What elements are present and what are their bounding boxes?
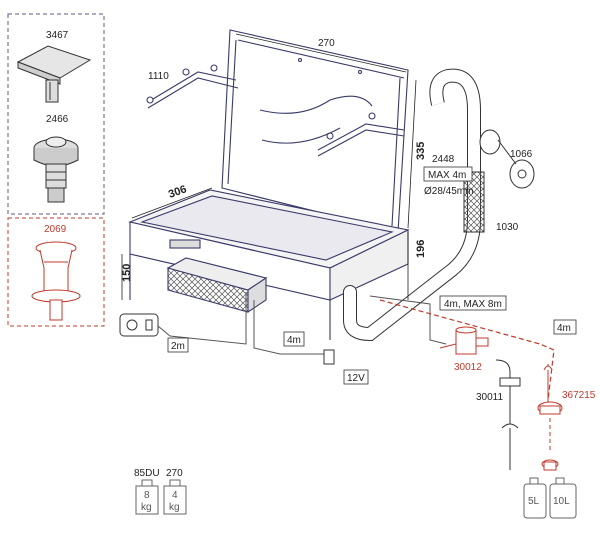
control-cable-length: 2m [171, 341, 185, 352]
part-label-pressure-tube: 2448 [432, 154, 455, 165]
tank-adapter-icon [537, 364, 563, 471]
dimension-lid-width: 270 [318, 38, 335, 49]
hose-max-box [423, 166, 473, 182]
part-label-chimney-alt: 2069 [44, 224, 67, 235]
grill-assembly [128, 29, 410, 340]
fuel-line-tank-length: 4m [557, 323, 571, 334]
dimension-body-depth: 306 [167, 183, 188, 201]
weight-unit-2: kg [169, 502, 180, 513]
chimney-icon [33, 136, 79, 203]
vent-alt-panel: 2069 [7, 217, 105, 327]
part-label-hose: 1030 [496, 222, 519, 233]
weight-icon-2 [163, 479, 187, 515]
battery-icon [323, 349, 335, 365]
weight-model-1: 85DU [134, 468, 160, 479]
dimension-stand-height: 150 [121, 264, 133, 282]
vent-parts-panel: 3467 2466 [7, 13, 105, 215]
fuel-tank-10l-label: 10L [553, 496, 570, 507]
dimension-body-height: 196 [415, 240, 427, 258]
vent-parts-frame [7, 13, 105, 215]
fuel-line-tank-box [553, 319, 577, 335]
power-cable-box [283, 331, 305, 347]
cable-lines [157, 292, 447, 355]
hose-spec: MAX 4m Ø28/45mm [423, 166, 473, 197]
fuel-line-length: 4m, MAX 8m [444, 299, 502, 310]
power-cable-length: 4m [287, 335, 301, 346]
power-voltage-box [343, 369, 369, 385]
power-voltage: 12V [347, 373, 365, 384]
part-label-pump: 30011 [476, 392, 504, 403]
part-label-solenoid: 30012 [454, 362, 482, 373]
vent-alt-frame [7, 217, 105, 327]
part-label-burner: 1110 [148, 71, 169, 82]
dimension-lid-height: 335 [415, 142, 427, 160]
pump-icon [495, 359, 521, 470]
part-label-tank-adapter: 367215 [562, 390, 596, 401]
solenoid-icon [439, 326, 489, 355]
weight-value-1: 8 [144, 490, 150, 501]
hose-fitting-icon [497, 139, 535, 189]
weight-icon-1 [135, 479, 159, 515]
dimension-lines [121, 33, 417, 300]
weight-model-2: 270 [166, 468, 183, 479]
hose-max-length: MAX 4m [428, 170, 466, 181]
fuel-tank-5l-label: 5L [528, 496, 540, 507]
control-switch-icon [119, 313, 159, 337]
fuel-line-box [439, 295, 507, 311]
control-cable-box [167, 337, 189, 353]
vent-cap-icon [16, 45, 92, 103]
weight-value-2: 4 [172, 490, 178, 501]
weight-unit-1: kg [141, 502, 152, 513]
part-label-chimney: 2466 [46, 114, 69, 125]
part-label-vent-cap: 3467 [46, 30, 69, 41]
fuel-tank-10l-icon [549, 477, 577, 519]
fuel-line-red [379, 299, 555, 401]
exhaust-hose [343, 68, 501, 342]
hose-diameter: Ø28/45mm [424, 186, 473, 197]
chimney-alt-icon [31, 241, 81, 321]
fuel-tank-5l-icon [523, 477, 547, 519]
part-label-hose-fitting: 1066 [510, 149, 533, 160]
